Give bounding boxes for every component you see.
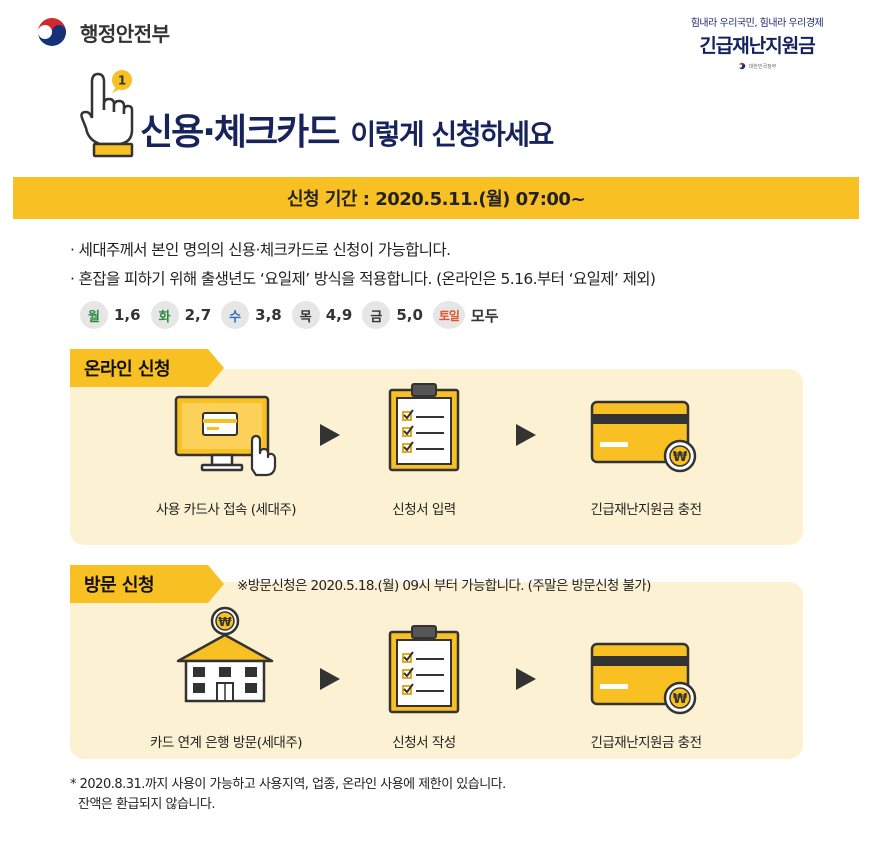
brand-logo: 힘내라 우리국민, 힘내라 우리경제 긴급재난지원금 대한민국정부: [672, 14, 842, 70]
weekday-chip: 목: [291, 301, 320, 329]
weekday-digits: 3,8: [255, 306, 282, 324]
footnote: * 2020.8.31.까지 사용이 가능하고 사용지역, 업종, 온라인 사용…: [70, 775, 506, 815]
footnote-line-1: * 2020.8.31.까지 사용이 가능하고 사용지역, 업종, 온라인 사용…: [70, 777, 506, 792]
visit-step-1-label: 카드 연계 은행 방문(세대주): [149, 735, 303, 751]
weekday-chip: 금: [362, 301, 391, 329]
visit-step-2-label: 신청서 작성: [392, 735, 456, 751]
title-badge-number: 1: [118, 74, 126, 88]
taegeuk-icon: [35, 15, 69, 49]
weekday-digits: 2,7: [184, 306, 212, 324]
online-tag: 온라인 신청: [70, 349, 224, 387]
bank-building-icon: ₩: [176, 606, 274, 703]
card-won-icon: ₩: [590, 642, 697, 715]
weekday-item: 목 4,9: [291, 301, 353, 329]
weekday-item: 화 2,7: [150, 301, 212, 329]
weekday-digits: 4,9: [325, 306, 353, 324]
brand-title: 긴급재난지원금: [699, 35, 815, 57]
title-sub: 이렇게 신청하세요: [350, 118, 554, 151]
clipboard-checklist-icon: [388, 625, 460, 714]
visit-arrow-icon: [320, 668, 340, 690]
monitor-card-icon: [174, 395, 277, 477]
weekday-digits: 모두: [470, 306, 499, 325]
online-step-3-label: 긴급재난지원금 충전: [590, 502, 702, 518]
visit-step-3-label: 긴급재난지원금 충전: [590, 735, 702, 751]
weekday-schedule: 월 1,6 화 2,7 수 3,8 목 4,9 금 5,0 토일 모두: [80, 301, 503, 329]
visit-tag: 방문 신청: [70, 565, 224, 603]
ministry-name: 행정안전부: [80, 21, 170, 46]
taegeuk-small-icon: [738, 62, 745, 70]
won-symbol: ₩: [673, 450, 688, 465]
weekday-chip: 월: [80, 301, 108, 329]
online-arrow-icon: [516, 424, 536, 446]
weekday-chip: 토일: [432, 301, 465, 329]
visit-arrow-icon: [516, 668, 536, 690]
brand-footer: 대한민국정부: [672, 62, 842, 70]
page-title: 신용·체크카드 이렇게 신청하세요: [140, 103, 554, 155]
won-symbol: ₩: [673, 692, 688, 707]
application-period: 신청 기간 : 2020.5.11.(월) 07:00~: [13, 177, 859, 219]
brand-footer-text: 대한민국정부: [748, 63, 777, 70]
clipboard-checklist-icon: [388, 383, 460, 472]
weekday-chip: 수: [221, 301, 250, 329]
weekday-item: 금 5,0: [362, 301, 423, 329]
note-householder: · 세대주께서 본인 명의의 신용·체크카드로 신청이 가능합니다.: [70, 241, 451, 259]
weekday-item: 토일 모두: [432, 301, 499, 329]
brand-tagline: 힘내라 우리국민, 힘내라 우리경제: [690, 18, 824, 29]
ministry-logo: 행정안전부: [34, 14, 170, 50]
visit-note: ※방문신청은 2020.5.18.(월) 09시 부터 가능합니다. (주말은 …: [237, 578, 651, 594]
weekday-item: 월 1,6: [80, 301, 141, 329]
online-step-1-label: 사용 카드사 접속 (세대주): [155, 502, 297, 518]
footnote-line-2: 잔액은 환급되지 않습니다.: [78, 797, 215, 812]
weekday-digits: 5,0: [396, 306, 423, 324]
pointing-hand-icon: 1: [80, 70, 134, 158]
note-weekday-rule: · 혼잡을 피하기 위해 출생년도 ‘요일제’ 방식을 적용합니다. (온라인은…: [70, 270, 656, 288]
weekday-digits: 1,6: [114, 306, 141, 324]
card-won-icon: ₩: [590, 400, 697, 473]
weekday-item: 수 3,8: [221, 301, 282, 329]
online-step-2-label: 신청서 입력: [392, 502, 456, 518]
weekday-chip: 화: [150, 301, 179, 329]
online-arrow-icon: [320, 424, 340, 446]
bank-won-symbol: ₩: [218, 615, 232, 629]
title-main: 신용·체크카드: [140, 112, 340, 153]
